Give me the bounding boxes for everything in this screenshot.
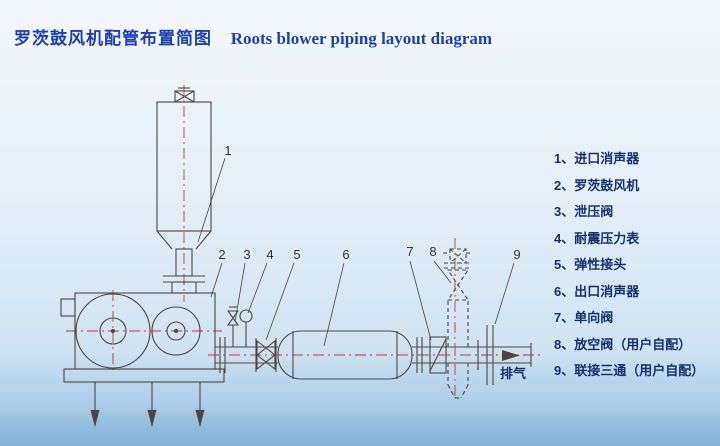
connection-tee	[447, 363, 469, 399]
vent-valve	[443, 248, 473, 347]
legend-item-connection-tee: 9、联接三通（用户自配）	[554, 363, 705, 378]
callout-numbers: 1 2 3 4 5 6 7 8 9	[218, 143, 520, 262]
callout-7: 7	[406, 244, 413, 259]
exhaust-label: 排气	[500, 366, 526, 381]
callout-6: 6	[342, 247, 349, 262]
callout-5: 5	[293, 247, 300, 262]
callout-4: 4	[266, 247, 273, 262]
callout-1: 1	[224, 143, 231, 158]
discharge-pipe	[412, 325, 532, 385]
anchor-bolt-arrows	[90, 382, 205, 427]
roots-blower	[60, 292, 225, 383]
callout-9: 9	[513, 247, 520, 262]
exhaust-arrow-icon	[502, 350, 520, 361]
exhaust: 排气	[500, 350, 526, 381]
callout-2: 2	[218, 247, 225, 262]
callout-8: 8	[429, 244, 436, 259]
legend-item-check-valve: 7、单向阀	[554, 310, 614, 325]
outlet-silencer	[277, 330, 413, 380]
page-title-chinese: 罗茨鼓风机配管布置简图	[14, 29, 212, 48]
relief-valve	[226, 306, 240, 347]
legend-item-outlet-silencer: 6、出口消声器	[554, 283, 640, 299]
check-valve	[429, 336, 447, 374]
pressure-gauge	[239, 309, 253, 347]
legend-item-pressure-gauge: 4、耐震压力表	[554, 230, 640, 246]
centerlines	[66, 85, 542, 400]
legend-item-inlet-silencer: 1、进口消声器	[554, 151, 640, 166]
page-title: 罗茨鼓风机配管布置简图 Roots blower piping layout d…	[14, 24, 492, 49]
legend-item-flexible-joint: 5、弹性接头	[554, 257, 627, 272]
flexible-joint	[255, 338, 277, 372]
callout-leaders	[197, 157, 515, 347]
parts-legend: 1、进口消声器 2、罗茨鼓风机 3、泄压阀 4、耐震压力表 5、弹性接头 6、出…	[554, 152, 704, 391]
callout-3: 3	[243, 247, 250, 262]
legend-item-vent-valve: 8、放空阀（用户自配）	[554, 336, 692, 352]
legend-item-relief-valve: 3、泄压阀	[554, 204, 614, 219]
page-title-english: Roots blower piping layout diagram	[230, 29, 493, 48]
inlet-silencer	[156, 87, 212, 294]
legend-item-roots-blower: 2、罗茨鼓风机	[554, 177, 640, 193]
